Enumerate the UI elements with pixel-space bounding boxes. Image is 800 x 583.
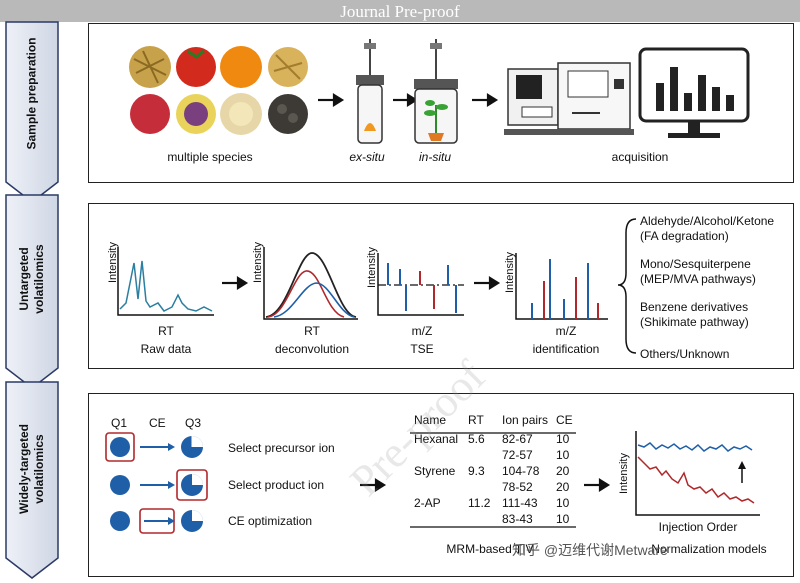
stage-label-3: Widely-targeted volatilomics xyxy=(17,424,46,514)
species-label: multiple species xyxy=(167,150,253,164)
normalized-series-line xyxy=(637,442,753,452)
step-ce: CE optimization xyxy=(228,514,313,528)
tse-caption: TSE xyxy=(410,342,434,356)
computer-monitor-icon xyxy=(638,47,750,138)
orange-icon xyxy=(220,46,262,88)
ident-xlabel: m/Z xyxy=(555,324,577,338)
norm-ylabel: Intensity xyxy=(618,453,630,494)
acquisition-label: acquisition xyxy=(611,150,669,164)
raw-chromatogram-line xyxy=(119,260,213,312)
raw-xlabel: RT xyxy=(158,324,174,338)
tomato-icon xyxy=(176,47,216,87)
raw-ylabel: Intensity xyxy=(107,242,119,283)
insitu-jar-icon xyxy=(414,39,458,144)
exsitu-label: ex-situ xyxy=(349,150,385,164)
q1-header: Q1 xyxy=(111,416,128,430)
deconv-ylabel: Intensity xyxy=(252,242,264,283)
ident-ylabel: Intensity xyxy=(504,252,516,293)
exsitu-vial-icon xyxy=(356,39,384,144)
deconv-xlabel: RT xyxy=(304,324,320,338)
mrm-scheme xyxy=(105,432,208,534)
zhihu-watermark: 知乎 @迈维代谢Metware xyxy=(512,542,668,558)
q1-ion-icon xyxy=(110,437,130,457)
stage-arrow-3 xyxy=(5,381,59,579)
q3-header: Q3 xyxy=(185,416,202,430)
stage-label-2: Untargeted volatilomics xyxy=(17,244,46,314)
tse-xlabel: m/Z xyxy=(411,324,433,338)
norm-caption: Normalization models xyxy=(651,542,767,556)
widely-panel xyxy=(88,393,794,577)
insitu-label: in-situ xyxy=(418,150,451,164)
widely-arrows xyxy=(360,478,611,492)
class-item-2: Mono/Sesquiterpene (MEP/MVA pathways) xyxy=(640,257,756,286)
tse-ylabel: Intensity xyxy=(366,247,378,288)
stage-arrows xyxy=(5,21,59,579)
gcms-instrument-icon xyxy=(504,62,634,135)
untargeted-panel xyxy=(88,203,794,369)
untargeted-plots xyxy=(117,218,637,354)
sample-illustration xyxy=(129,39,750,144)
stage-label-1: Sample preparation xyxy=(24,37,39,150)
identification-plot xyxy=(515,253,608,320)
species-images xyxy=(129,46,308,135)
ce-header: CE xyxy=(149,416,166,430)
widely-illustration xyxy=(105,431,760,534)
class-item-1: Aldehyde/Alcohol/Ketone (FA degradation) xyxy=(640,214,775,243)
peppercorn-icon xyxy=(268,94,308,134)
ident-caption: identification xyxy=(532,342,600,356)
mrm-table-header: Name RT Ion pairs CE xyxy=(414,413,573,427)
deconvolution-plot xyxy=(263,247,358,320)
stage-arrow-1 xyxy=(5,21,59,203)
step-precursor: Select precursor ion xyxy=(228,441,335,455)
norm-xlabel: Injection Order xyxy=(658,520,738,534)
class-item-4: Others/Unknown xyxy=(640,347,730,361)
raw-series-line xyxy=(637,456,755,504)
tse-plot xyxy=(377,253,464,316)
pomegranate-icon xyxy=(130,94,170,134)
journal-banner: Journal Pre-proof xyxy=(0,0,800,22)
untargeted-arrow-2 xyxy=(474,276,501,290)
normalization-plot xyxy=(635,431,760,516)
raw-data-plot xyxy=(117,247,214,316)
step-product: Select product ion xyxy=(228,478,325,492)
stage-arrow-2 xyxy=(5,194,59,389)
class-brace xyxy=(617,218,637,354)
untargeted-arrow-1 xyxy=(222,276,249,290)
class-item-3: Benzene derivatives (Shikimate pathway) xyxy=(640,300,749,329)
sample-arrows xyxy=(318,93,499,107)
mrm-caption: MRM-based TIV xyxy=(446,542,534,556)
deconv-caption: deconvolution xyxy=(274,342,350,356)
raw-caption: Raw data xyxy=(140,342,192,356)
